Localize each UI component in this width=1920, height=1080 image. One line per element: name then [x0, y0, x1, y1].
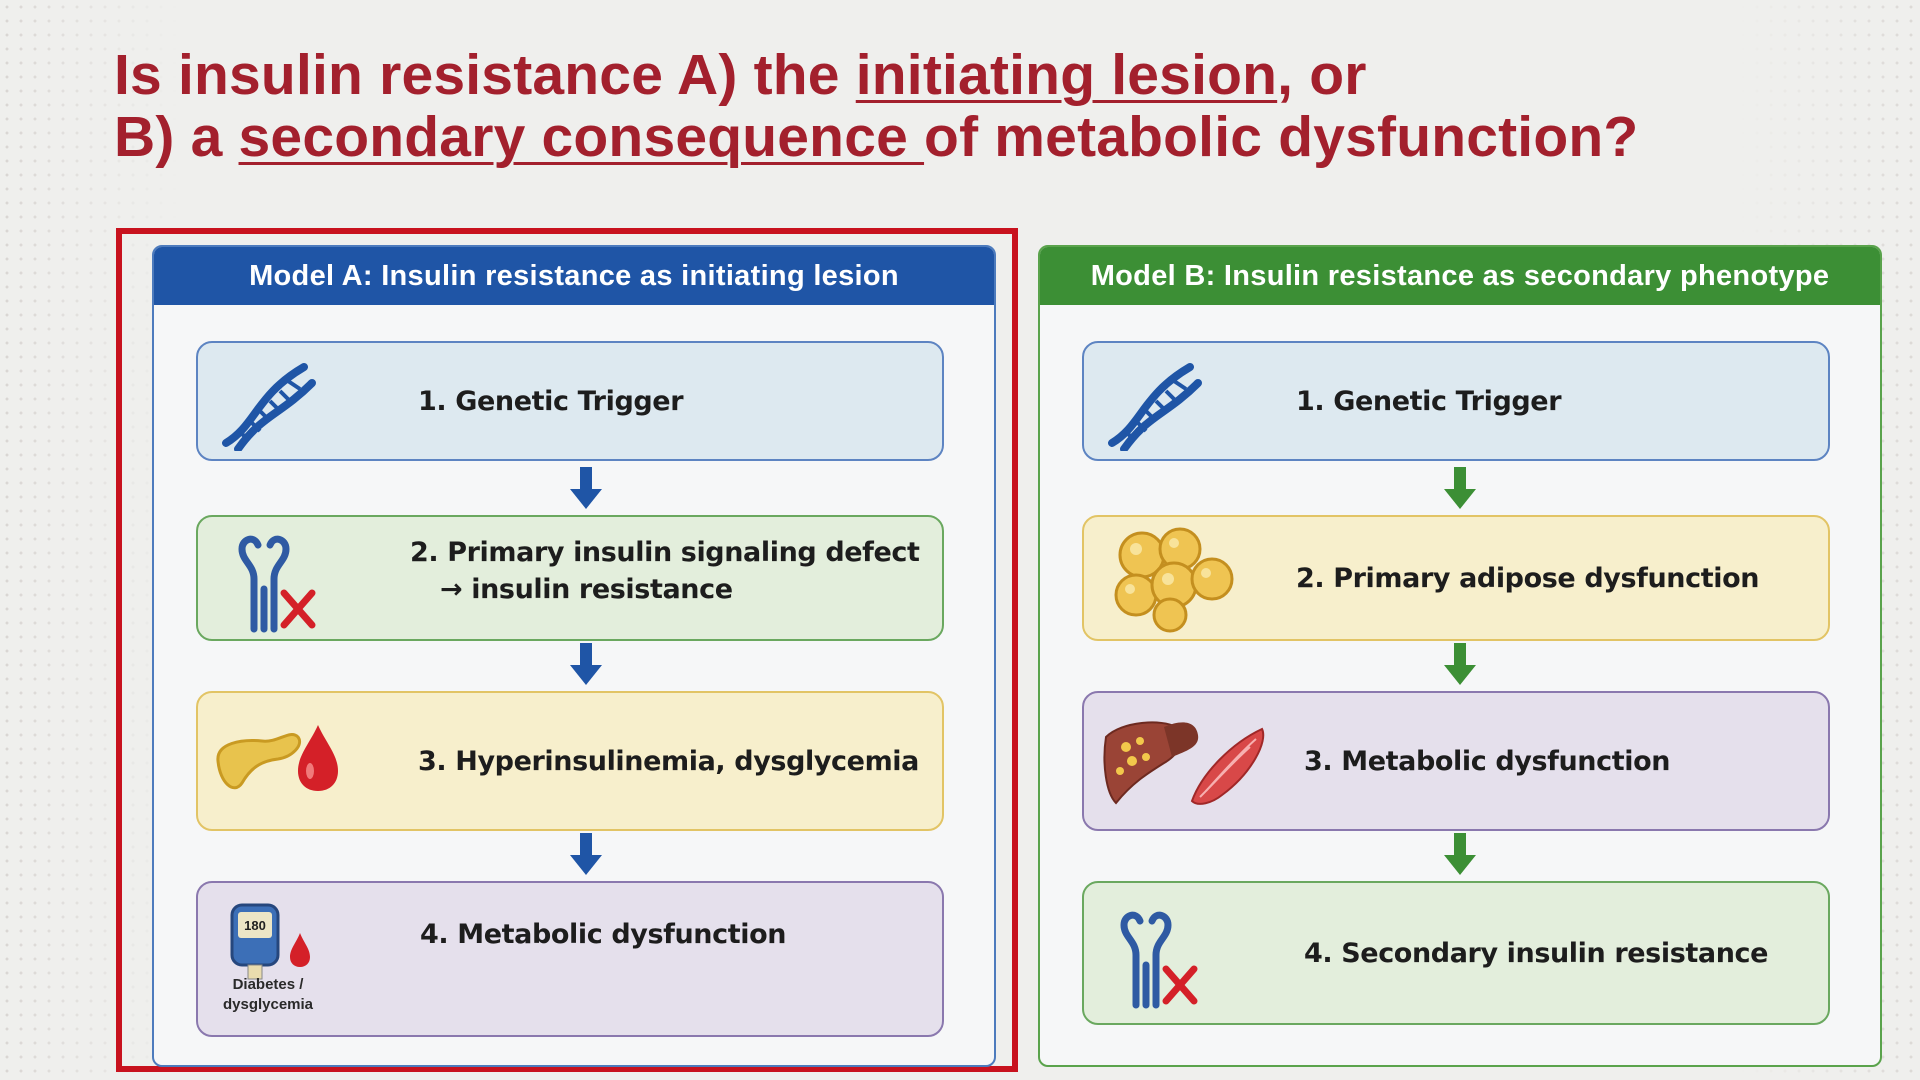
model-a-step-4-label: 4. Metabolic dysfunction [420, 919, 787, 950]
title-line-2: B) a secondary consequence of metabolic … [114, 106, 1834, 168]
model-a-step-3: 3. Hyperinsulinemia, dysglycemia [196, 691, 944, 831]
title-line2-prefix: B) a [114, 105, 239, 169]
title-line1-underlined: initiating lesion [855, 43, 1278, 107]
model-a-step-2-sub: → insulin resistance [410, 574, 922, 605]
model-b-header: Model B: Insulin resistance as secondary… [1040, 247, 1880, 305]
model-a-step-1: 1. Genetic Trigger [196, 341, 944, 461]
arrow-down-icon [1444, 467, 1476, 509]
model-b-step-1-label: 1. Genetic Trigger [1296, 385, 1562, 417]
model-a-header: Model A: Insulin resistance as initiatin… [154, 247, 994, 305]
dna-icon [1108, 363, 1202, 451]
liver-muscle-icon [1103, 721, 1265, 805]
arrow-down-icon [570, 467, 602, 509]
glucometer-reading: 180 [244, 918, 266, 933]
arrow-down-icon [1444, 643, 1476, 685]
title-line-1: Is insulin resistance A) the initiating … [114, 44, 1834, 106]
model-a-panel: Model A: Insulin resistance as initiatin… [152, 245, 996, 1067]
model-a-step-2: 2. Primary insulin signaling defect → in… [196, 515, 944, 641]
model-b-step-4-label: 4. Secondary insulin resistance [1304, 937, 1769, 969]
right-arrow-icon: → [440, 574, 472, 605]
model-a-highlight-frame [116, 228, 1018, 1072]
model-b-step-1: 1. Genetic Trigger [1082, 341, 1830, 461]
model-a-step-3-label: 3. Hyperinsulinemia, dysglycemia [418, 745, 919, 777]
blocked-receptor-icon [238, 535, 316, 633]
model-a-step-2-main: 2. Primary insulin signaling defect [410, 537, 920, 568]
blocked-receptor-icon [1120, 911, 1198, 1009]
arrow-down-icon [570, 833, 602, 875]
model-b-step-4: 4. Secondary insulin resistance [1082, 881, 1830, 1025]
pancreas-blood-drop-icon [216, 725, 338, 791]
arrow-down-icon [570, 643, 602, 685]
glucometer-caption: Diabetes / dysglycemia [222, 976, 314, 1013]
adipocytes-icon [1114, 527, 1234, 633]
model-b-step-3: 3. Metabolic dysfunction [1082, 691, 1830, 831]
model-a-step-2-label: 2. Primary insulin signaling defect → in… [410, 537, 922, 605]
model-b-step-2-label: 2. Primary adipose dysfunction [1296, 562, 1760, 594]
title-line2-suffix: of metabolic dysfunction? [924, 105, 1639, 169]
slide-title: Is insulin resistance A) the initiating … [114, 44, 1834, 168]
glucometer-icon: 180 [230, 903, 310, 980]
model-b-panel: Model B: Insulin resistance as secondary… [1038, 245, 1882, 1067]
model-a-step-4: 180 Diabetes / dysglycemia 4. Metabolic … [196, 881, 944, 1037]
model-b-step-3-label: 3. Metabolic dysfunction [1304, 745, 1671, 777]
arrow-down-icon [1444, 833, 1476, 875]
title-line2-underlined: secondary consequence [238, 105, 925, 169]
dna-icon [222, 363, 316, 451]
model-b-step-2: 2. Primary adipose dysfunction [1082, 515, 1830, 641]
model-a-step-2-sub-text: insulin resistance [471, 574, 733, 605]
title-line1-prefix: Is insulin resistance A) the [114, 43, 856, 107]
model-a-step-1-label: 1. Genetic Trigger [418, 385, 684, 417]
title-line1-suffix: , or [1277, 43, 1367, 107]
